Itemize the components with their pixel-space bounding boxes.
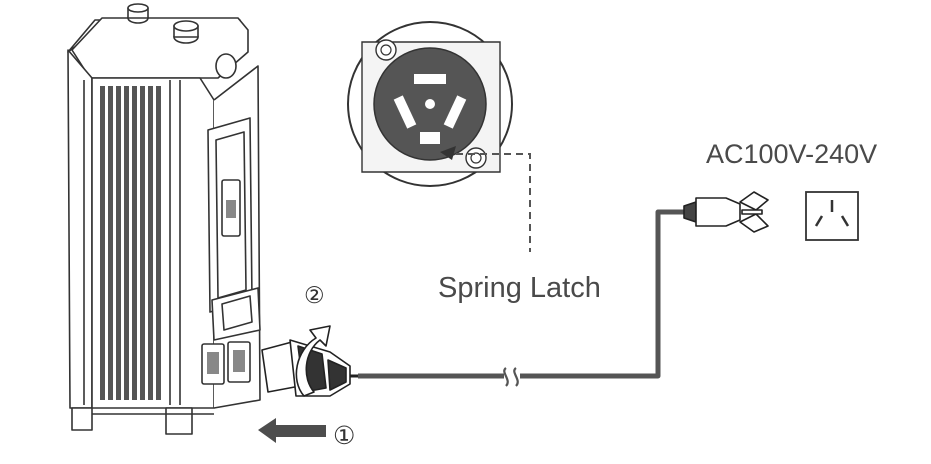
voltage-label: AC100V-240V [706, 139, 878, 169]
power-cable [358, 209, 700, 379]
step-1-marker: ① [333, 422, 356, 450]
insert-arrow-icon [258, 418, 326, 443]
spring-latch-leader [456, 153, 531, 252]
connector-face-detail-icon [347, 21, 513, 187]
spring-latch-label: Spring Latch [438, 272, 601, 304]
rotate-arrow-icon [295, 325, 331, 397]
step-2-marker: ② [304, 282, 325, 308]
ac-power-plug-icon [683, 191, 769, 233]
wall-socket-icon [805, 191, 859, 241]
power-station-unit-icon [67, 3, 261, 435]
cable-break-icon [503, 367, 519, 387]
